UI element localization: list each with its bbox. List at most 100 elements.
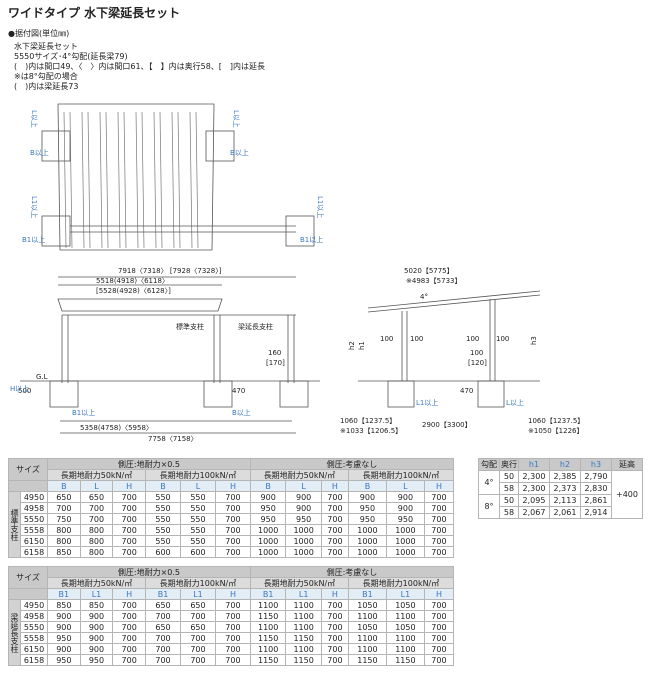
dim-label: [120] xyxy=(468,359,487,367)
value-cell: 700 xyxy=(79,502,114,514)
grade-cell: +400 xyxy=(611,470,643,519)
value-cell: 550 xyxy=(145,491,181,503)
value-cell: 700 xyxy=(214,654,251,666)
value-cell: 800 xyxy=(47,524,81,536)
size-cell: 5550 xyxy=(20,513,48,525)
value-cell: 1100 xyxy=(249,621,287,633)
column-header: L xyxy=(285,480,322,492)
size-header: サイズ xyxy=(8,458,48,481)
value-cell: 1100 xyxy=(347,610,387,622)
size-cell: 5550 xyxy=(20,621,48,633)
section-heading: ●据付図(単位㎜) xyxy=(8,29,70,38)
column-header: B1 xyxy=(47,588,81,600)
note-line: 5550サイズ･4°勾配(延長梁79) xyxy=(14,52,128,61)
value-cell: 700 xyxy=(423,491,455,503)
foundation-block xyxy=(205,130,235,162)
value-cell: 700 xyxy=(112,632,147,644)
sub-header: 長期地耐力50kN/㎡ xyxy=(46,577,147,589)
value-cell: 1000 xyxy=(249,524,287,536)
grade-header: h1 xyxy=(518,458,550,471)
foundation-block xyxy=(41,130,71,162)
value-cell: 1000 xyxy=(385,524,425,536)
value-cell: 1000 xyxy=(249,535,287,547)
value-cell: 600 xyxy=(179,546,216,558)
value-cell: 950 xyxy=(47,632,81,644)
column-header: H xyxy=(214,588,251,600)
value-cell: 700 xyxy=(214,643,251,655)
value-cell: 700 xyxy=(320,643,349,655)
value-cell: 1150 xyxy=(385,654,425,666)
dim-label: 5518(4918)〈6118〉 xyxy=(96,277,169,285)
dim-label: H以上 xyxy=(10,384,29,393)
value-cell: 700 xyxy=(423,535,455,547)
value-cell: 700 xyxy=(320,546,349,558)
value-cell: 700 xyxy=(145,632,181,644)
value-cell: 1050 xyxy=(347,621,387,633)
value-cell: 950 xyxy=(285,513,322,525)
post-type-label: 標準支柱 xyxy=(8,491,21,558)
size-cell: 6158 xyxy=(20,546,48,558)
value-cell: 750 xyxy=(47,513,81,525)
value-cell: 700 xyxy=(112,491,147,503)
value-cell: 700 xyxy=(214,546,251,558)
column-header: H xyxy=(320,588,349,600)
dim-label: 100 xyxy=(380,335,393,343)
value-cell: 1100 xyxy=(347,643,387,655)
value-cell: 700 xyxy=(423,654,455,666)
front-roof xyxy=(57,298,223,312)
grade-cell: 2,095 xyxy=(518,494,550,507)
grade-cell: 2,061 xyxy=(549,506,581,519)
plan-label: B1以上 xyxy=(300,235,323,244)
value-cell: 950 xyxy=(249,513,287,525)
value-cell: 700 xyxy=(112,513,147,525)
value-cell: 900 xyxy=(347,491,387,503)
value-cell: 700 xyxy=(320,513,349,525)
column-header: B xyxy=(145,480,181,492)
dim-label: 470 xyxy=(232,387,245,395)
value-cell: 900 xyxy=(79,610,114,622)
grade-header: 奥行 xyxy=(499,458,519,471)
value-cell: 700 xyxy=(112,599,147,611)
value-cell: 1000 xyxy=(249,546,287,558)
column-header: B1 xyxy=(249,588,287,600)
value-cell: 700 xyxy=(47,502,81,514)
value-cell: 1150 xyxy=(285,632,322,644)
size-cell: 6150 xyxy=(20,643,48,655)
note-line: ( )内は梁延長73 xyxy=(14,82,79,91)
column-header: B xyxy=(249,480,287,492)
value-cell: 550 xyxy=(145,535,181,547)
dim-label: [170] xyxy=(266,359,285,367)
value-cell: 700 xyxy=(423,643,455,655)
dim-label: ※4983【5733】 xyxy=(406,277,462,285)
dim-label: 100 xyxy=(466,335,479,343)
value-cell: 850 xyxy=(79,599,114,611)
value-cell: 700 xyxy=(145,610,181,622)
dim-label: L以上 xyxy=(506,398,524,407)
value-cell: 950 xyxy=(79,654,114,666)
value-cell: 900 xyxy=(285,491,322,503)
value-cell: 950 xyxy=(47,654,81,666)
column-header: B xyxy=(47,480,81,492)
size-cell: 4950 xyxy=(20,599,48,611)
value-cell: 1050 xyxy=(385,599,425,611)
value-cell: 1000 xyxy=(285,535,322,547)
column-header: L1 xyxy=(79,588,114,600)
notes: 水下梁延長セット 5550サイズ･4°勾配(延長梁79) ( )内は間口49、〈… xyxy=(14,42,265,92)
value-cell: 550 xyxy=(179,491,216,503)
value-cell: 1100 xyxy=(249,599,287,611)
value-cell: 700 xyxy=(423,546,455,558)
value-cell: 700 xyxy=(320,491,349,503)
value-cell: 700 xyxy=(423,599,455,611)
value-cell: 600 xyxy=(145,546,181,558)
grade-header: 勾配 xyxy=(478,458,500,471)
value-cell: 700 xyxy=(320,621,349,633)
note-line: ※は8°勾配の場合 xyxy=(14,72,78,81)
grade-cell: 2,300 xyxy=(518,482,550,495)
column-header: B1 xyxy=(145,588,181,600)
value-cell: 1150 xyxy=(249,654,287,666)
value-cell: 700 xyxy=(179,643,216,655)
grade-cell: 4° xyxy=(478,470,500,495)
